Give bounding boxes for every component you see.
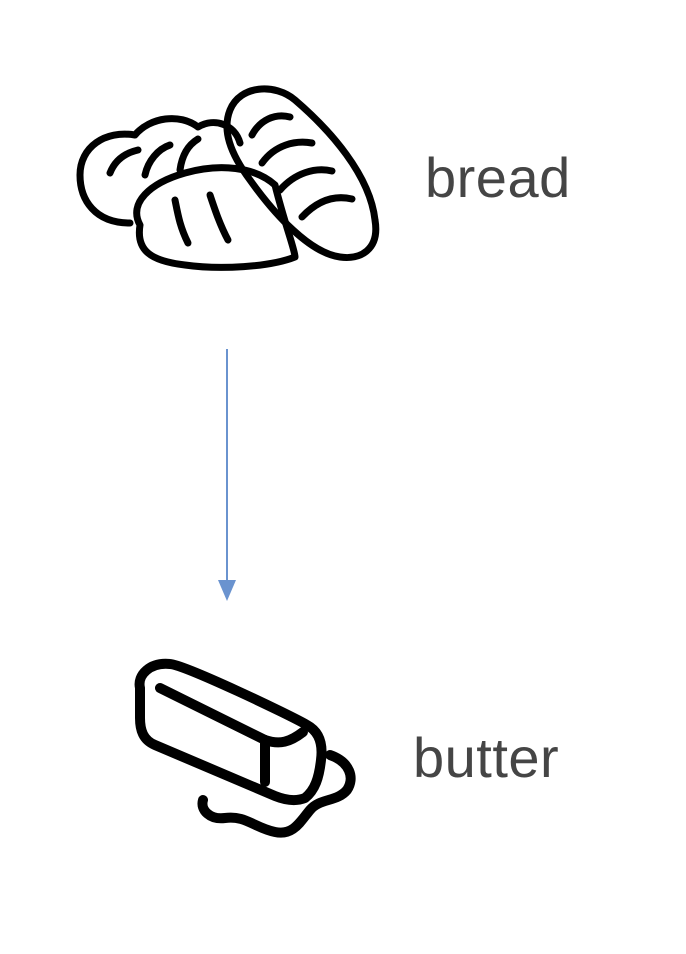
butter-label: butter	[413, 726, 560, 789]
bread-icon	[76, 85, 380, 271]
butter-icon	[134, 658, 356, 838]
arrow-head	[218, 580, 236, 601]
bread-label: bread	[425, 146, 571, 209]
arrow-bread-to-butter	[218, 349, 236, 601]
